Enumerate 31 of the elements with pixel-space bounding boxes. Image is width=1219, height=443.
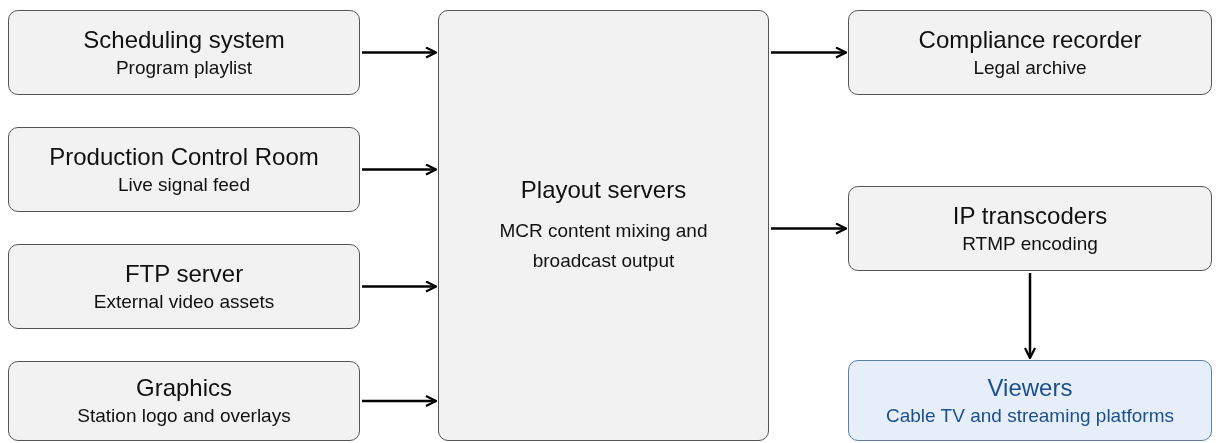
arrow (362, 163, 438, 176)
process-box (8, 361, 360, 441)
process-box (848, 186, 1212, 271)
process-box (848, 10, 1212, 95)
node-subtitle: Live signal feed (117, 173, 250, 197)
node-title: Viewers (987, 373, 1073, 403)
node-subtitle: Legal archive (973, 56, 1087, 80)
node-subtitle: External video assets (93, 290, 275, 314)
arrow (1023, 273, 1037, 360)
node-title: IP transcoders (952, 201, 1108, 231)
node-title: Production Control Room (49, 142, 319, 172)
process-box (8, 127, 360, 212)
node-subtitle: MCR content mixing and broadcast output (498, 219, 709, 273)
arrow (362, 280, 438, 293)
arrow (362, 46, 438, 59)
audience-box (848, 360, 1212, 441)
arrow (771, 46, 848, 59)
process-box (8, 244, 360, 329)
node-title: Scheduling system (83, 25, 285, 55)
process-box (8, 10, 360, 95)
node-subtitle: Station logo and overlays (77, 405, 291, 428)
node-subtitle: Program playlist (115, 56, 253, 80)
node-title: FTP server (124, 259, 244, 289)
node-subtitle: Cable TV and streaming platforms (886, 404, 1174, 428)
arrow (771, 222, 848, 235)
node-title: Compliance recorder (918, 25, 1142, 55)
process-box (438, 10, 769, 441)
arrow (362, 394, 438, 408)
node-subtitle: RTMP encoding (962, 232, 1098, 256)
node-title: Graphics (135, 374, 232, 403)
node-title: Playout servers (520, 175, 687, 205)
